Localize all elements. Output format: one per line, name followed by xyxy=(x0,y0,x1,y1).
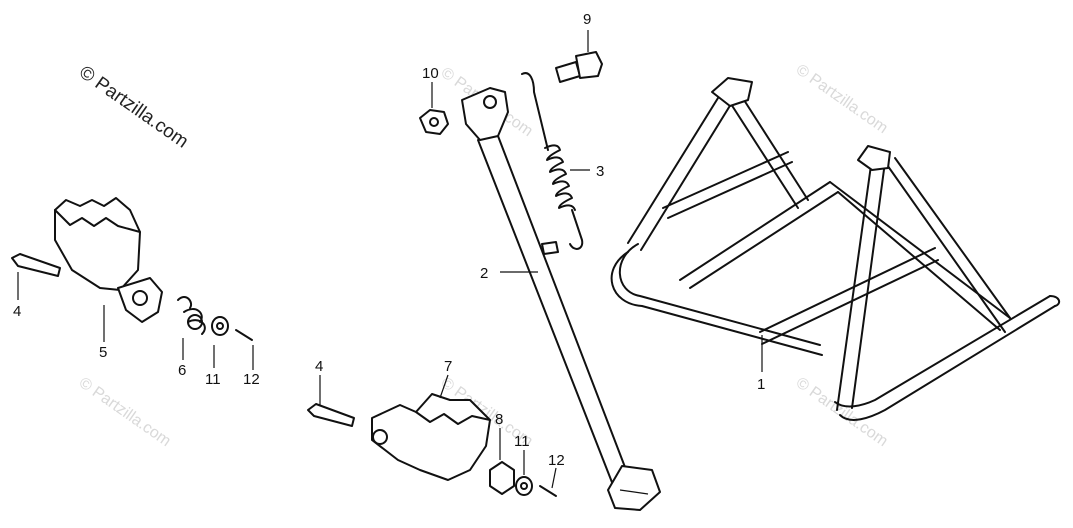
watermark-main: © Partzilla.com xyxy=(75,62,192,153)
callout-3: 3 xyxy=(596,163,604,180)
watermark-faded-2: © Partzilla.com xyxy=(793,61,891,137)
footpeg-left xyxy=(11,197,253,341)
spring xyxy=(521,72,584,255)
callout-11-left: 11 xyxy=(205,371,221,388)
callout-5: 5 xyxy=(99,344,107,361)
callout-labels: 1 2 3 9 10 4 5 6 11 12 4 7 8 11 12 xyxy=(13,11,765,469)
footpeg-right xyxy=(307,393,557,497)
callout-6: 6 xyxy=(178,362,186,379)
leader-lines xyxy=(17,30,763,489)
main-stand xyxy=(610,77,1061,421)
callout-12-left: 12 xyxy=(243,371,260,388)
callout-4-right: 4 xyxy=(315,358,323,375)
watermark-faded-5: © Partzilla.com xyxy=(793,374,891,450)
side-stand xyxy=(461,87,661,511)
callout-8: 8 xyxy=(495,411,503,428)
callout-10: 10 xyxy=(422,65,439,82)
callout-12-right: 12 xyxy=(548,452,565,469)
callout-1: 1 xyxy=(757,376,765,393)
nut-10 xyxy=(419,109,449,135)
callout-11-right: 11 xyxy=(514,433,530,450)
callout-2: 2 xyxy=(480,265,488,282)
bolt-9 xyxy=(555,51,603,83)
callout-9: 9 xyxy=(583,11,591,28)
callout-7: 7 xyxy=(444,358,452,375)
watermark-faded-3: © Partzilla.com xyxy=(76,374,174,450)
callout-4-left: 4 xyxy=(13,303,21,320)
